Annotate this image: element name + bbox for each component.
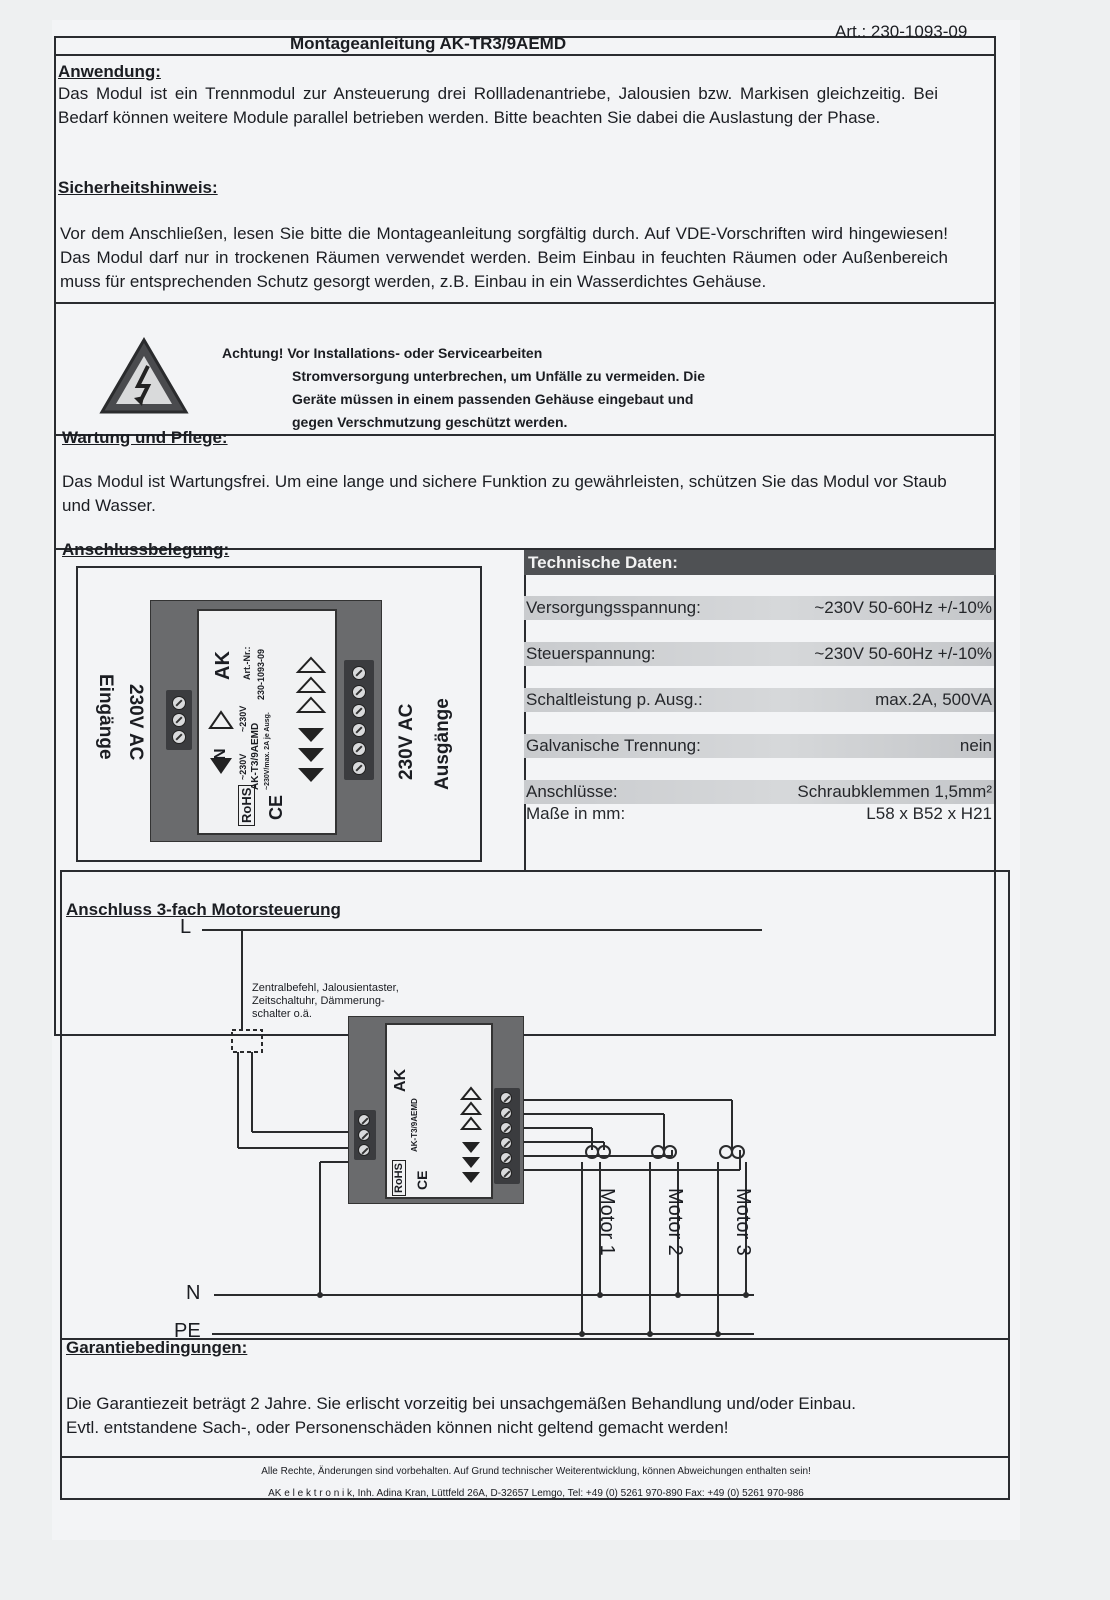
tech-row-terminals: Anschlüsse: Schraubklemmen 1,5mm² [524, 780, 994, 804]
input-terminal-block-small [354, 1110, 376, 1160]
inputs-label: 230V AC [125, 684, 146, 761]
ce-mark-small: CE [414, 1170, 430, 1190]
direction-arrows-icon-small [459, 1086, 483, 1183]
wartung-text: Das Modul ist Wartungsfrei. Um eine lang… [62, 472, 947, 515]
page-title: Montageanleitung AK-TR3/9AEMD [290, 34, 567, 53]
output-terminal-block [344, 660, 374, 780]
divider [54, 434, 996, 436]
line-pe-label: PE [174, 1320, 201, 1342]
motor-1-label: Motor 1 [596, 1188, 618, 1256]
module-model: AK-T3/9AEMD [250, 722, 261, 790]
electrical-hazard-icon [99, 337, 189, 414]
wiring-diagram [202, 929, 762, 1337]
outer-frame-top [54, 36, 996, 1036]
outer-frame-bottom [60, 870, 1010, 1500]
tech-label: Galvanische Trennung: [526, 736, 701, 755]
rohs-mark-small: RoHS [392, 1160, 406, 1196]
tech-label: Steuerspannung: [526, 644, 656, 663]
section-heading-motorsteuerung: Anschluss 3-fach Motorsteuerung [66, 900, 341, 919]
tech-value: ~230V 50-60Hz +/-10% [814, 644, 992, 663]
tech-row-dimensions: Maße in mm: L58 x B52 x H21 [524, 802, 994, 826]
instruction-sheet: Montageanleitung AK-TR3/9AEMD Art.: 230-… [52, 20, 1020, 1540]
ce-mark: CE [266, 794, 286, 820]
tech-value: nein [959, 736, 992, 755]
tech-value: max.2A, 500VA [875, 690, 992, 709]
warning-line-2: Stromversorgung unterbrechen, um Unfälle… [292, 368, 706, 384]
anwendung-text: Das Modul ist ein Trennmodul zur Ansteue… [58, 84, 938, 127]
module-voltage-2: ~230V [238, 705, 248, 732]
garantie-line-2: Evtl. entstandene Sach-, oder Personensc… [66, 1418, 729, 1437]
section-heading-anwendung: Anwendung: [58, 62, 161, 81]
tech-row-control: Steuerspannung: ~230V 50-60Hz +/-10% [524, 642, 994, 666]
tech-value: Schraubklemmen 1,5mm² [797, 782, 992, 801]
tech-label: Schaltleistung p. Ausg.: [526, 690, 703, 709]
module-model-small: AK-T3/9AEMD [410, 1098, 419, 1152]
input-arrows-icon [208, 710, 234, 774]
garantie-line-1: Die Garantiezeit beträgt 2 Jahre. Sie er… [66, 1394, 857, 1413]
direction-arrows-icon [295, 656, 327, 782]
article-number: Art.: 230-1093-09 [835, 22, 968, 41]
sicherheit-text: Vor dem Anschließen, lesen Sie bitte die… [60, 224, 948, 291]
tech-row-isolation: Galvanische Trennung: nein [524, 734, 994, 758]
section-heading-wartung: Wartung und Pflege: [62, 428, 228, 447]
module-brand: AK [212, 651, 234, 680]
pinout-box [76, 566, 482, 862]
input-terminal-block [166, 690, 192, 750]
section-heading-anschlussbelegung: Anschlussbelegung: [62, 540, 230, 559]
divider [60, 1338, 1010, 1340]
tech-row-switching: Schaltleistung p. Ausg.: max.2A, 500VA [524, 688, 994, 712]
tech-label: Maße in mm: [526, 804, 626, 823]
warning-line-1: Achtung! Vor Installations- oder Service… [222, 345, 543, 361]
tech-data-heading: Technische Daten: [524, 550, 996, 575]
warning-line-4: gegen Verschmutzung geschützt werden. [292, 414, 568, 430]
divider [54, 302, 996, 304]
module-n-label: N [212, 748, 229, 760]
module-max-rating: ~230V/max. 2A je Ausg. [264, 712, 271, 790]
outputs-sublabel: Ausgänge [432, 698, 453, 790]
tech-label: Versorgungsspannung: [526, 598, 701, 617]
footer-rights: Alle Rechte, Änderungen sind vorbehalten… [261, 1466, 811, 1477]
divider [60, 1456, 1010, 1458]
motor-2-label: Motor 2 [664, 1188, 686, 1256]
line-n-label: N [186, 1282, 201, 1304]
section-heading-garantie: Garantiebedingungen: [66, 1338, 248, 1357]
motor-3-label: Motor 3 [732, 1188, 754, 1256]
section-heading-sicherheit: Sicherheitshinweis: [58, 178, 218, 197]
switch-note: Zentralbefehl, Jalousientaster, Zeitscha… [252, 982, 399, 1020]
line-l-label: L [180, 916, 192, 938]
output-terminal-block-small [494, 1088, 520, 1184]
module-brand-small: AK [392, 1068, 409, 1092]
module-artnr: 230-1093-09 [256, 648, 266, 700]
tech-label: Anschlüsse: [526, 782, 618, 801]
divider [54, 54, 996, 56]
module-voltage-1: ~230V [238, 753, 248, 780]
rohs-mark: RoHS [238, 784, 255, 826]
footer-address: AK e l e k t r o n i k, Inh. Adina Kran,… [268, 1488, 804, 1499]
tech-value: L58 x B52 x H21 [866, 804, 992, 823]
warning-line-3: Geräte müssen in einem passenden Gehäuse… [292, 391, 694, 407]
inputs-sublabel: Eingänge [95, 674, 116, 760]
tech-value: ~230V 50-60Hz +/-10% [814, 598, 992, 617]
outputs-label: 230V AC [396, 703, 417, 780]
tech-row-supply: Versorgungsspannung: ~230V 50-60Hz +/-10… [524, 596, 994, 620]
module-artnr-label: Art.-Nr.: [242, 646, 252, 681]
